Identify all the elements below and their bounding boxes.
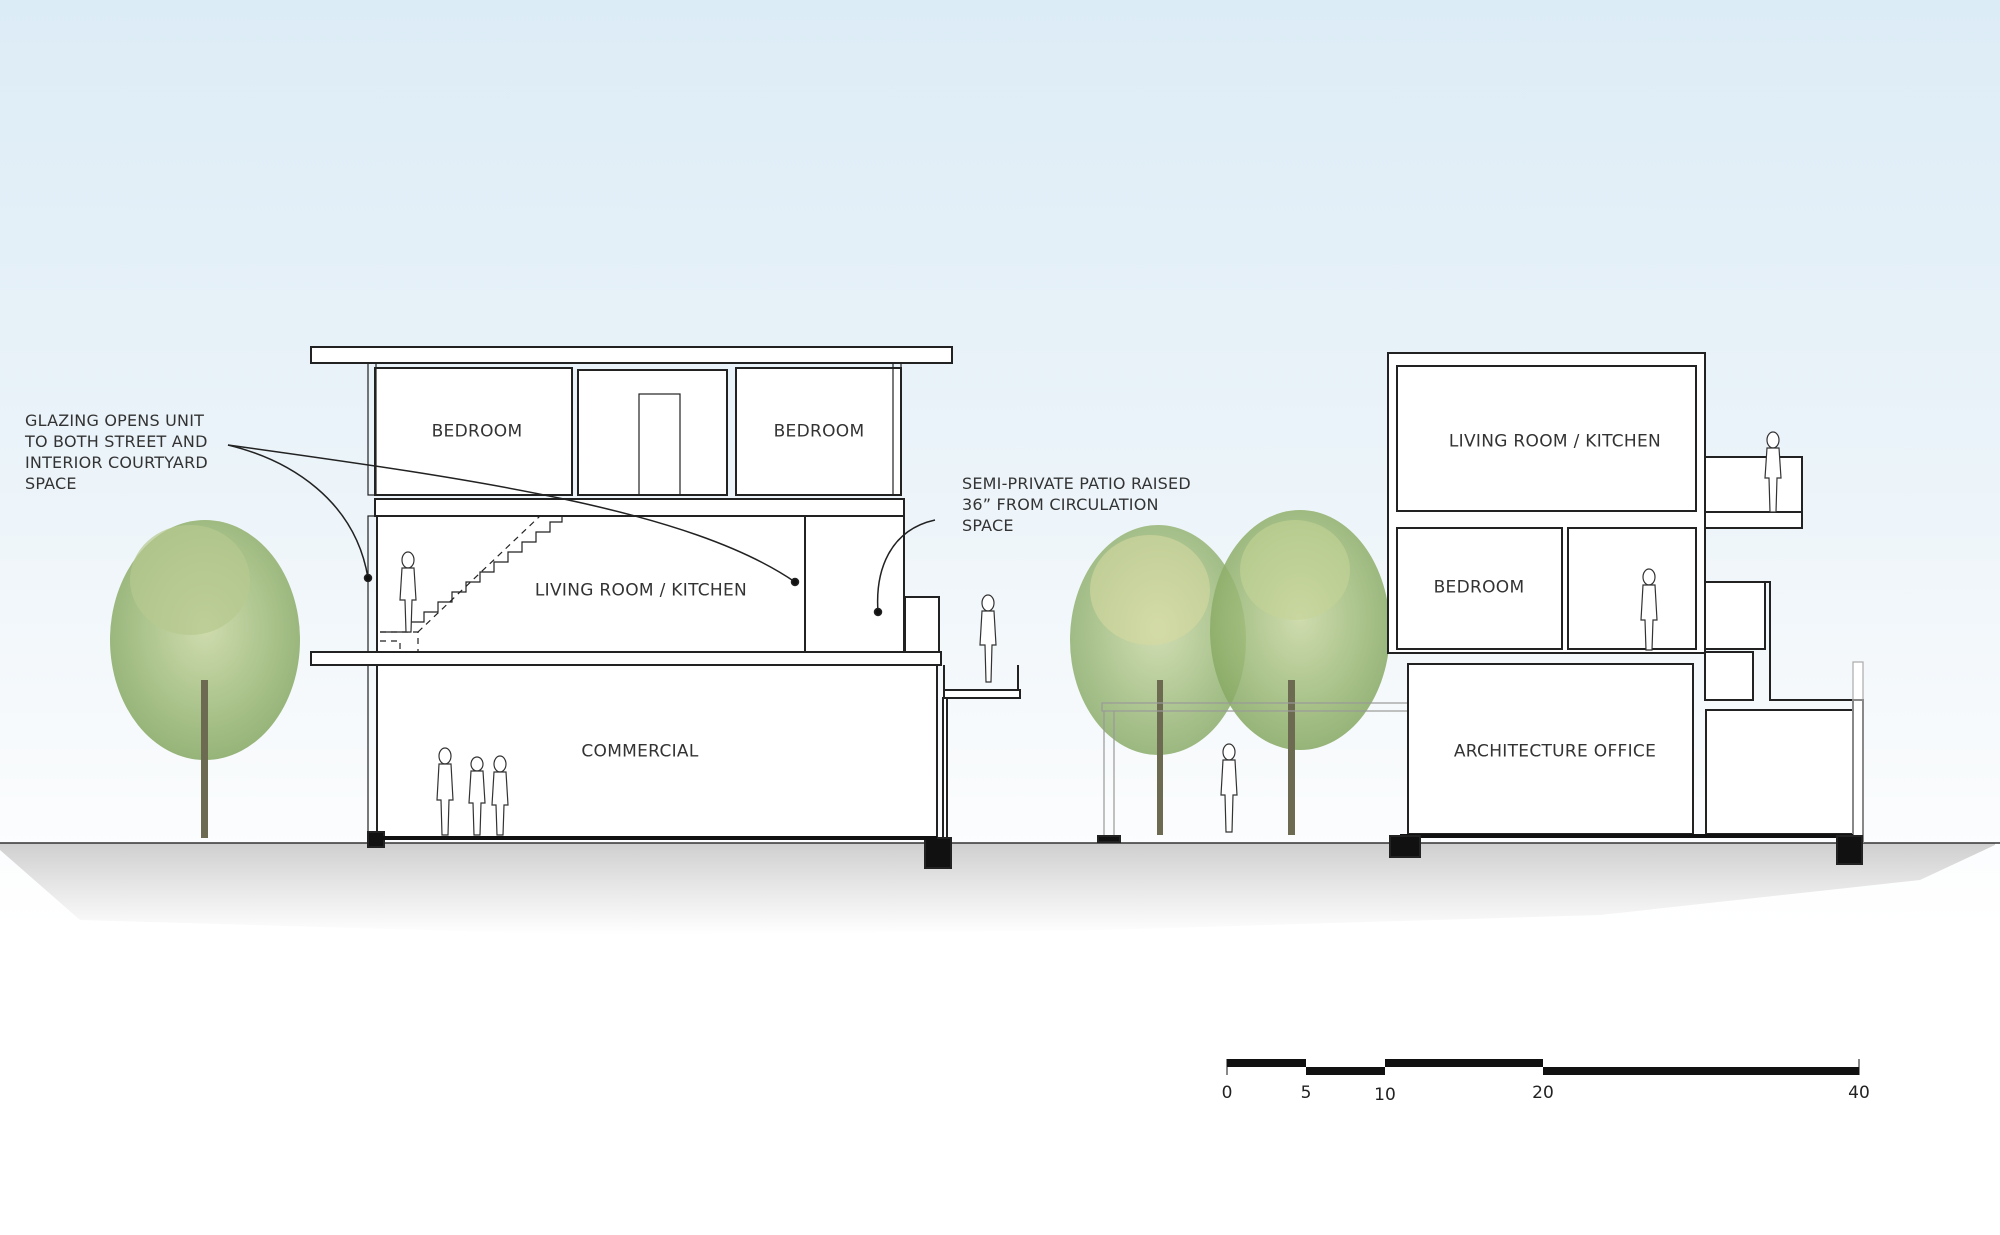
scale-bar-graphic bbox=[1226, 1059, 1860, 1075]
annotation-glazing: GLAZING OPENS UNIT TO BOTH STREET AND IN… bbox=[25, 411, 208, 493]
room-label-bedroom-right: BEDROOM bbox=[773, 421, 865, 442]
scale-tick-5: 5 bbox=[1300, 1083, 1312, 1103]
tree-center-right bbox=[1210, 510, 1390, 835]
annotation-patio: SEMI-PRIVATE PATIO RAISED 36” FROM CIRCU… bbox=[962, 474, 1191, 535]
scale-tick-40: 40 bbox=[1848, 1083, 1870, 1103]
tree-left bbox=[110, 520, 300, 838]
people-left-building bbox=[399, 551, 1238, 836]
room-label-bedroom-left: BEDROOM bbox=[431, 421, 523, 442]
scale-tick-0: 0 bbox=[1221, 1083, 1233, 1103]
annotation-leaders bbox=[227, 444, 936, 617]
right-building bbox=[1387, 352, 1864, 865]
people-right-building bbox=[1640, 431, 1782, 651]
scale-tick-10: 10 bbox=[1374, 1085, 1396, 1105]
tree-center-left bbox=[1070, 525, 1246, 835]
left-building bbox=[310, 346, 1121, 869]
room-label-commercial: COMMERCIAL bbox=[581, 741, 699, 762]
ground bbox=[0, 842, 2000, 935]
room-label-living-left: LIVING ROOM / KITCHEN bbox=[534, 580, 748, 601]
room-label-architecture-office: ARCHITECTURE OFFICE bbox=[1453, 741, 1657, 762]
room-label-living-right: LIVING ROOM / KITCHEN bbox=[1448, 431, 1662, 452]
scale-tick-20: 20 bbox=[1532, 1083, 1554, 1103]
room-label-bedroom-right-building: BEDROOM bbox=[1433, 577, 1525, 598]
